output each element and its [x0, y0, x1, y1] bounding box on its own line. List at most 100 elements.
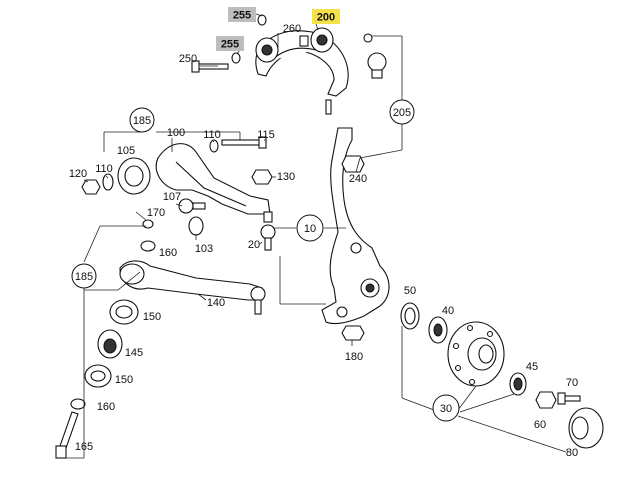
seal-50-inner	[404, 307, 416, 325]
bolt-250[interactable]	[197, 63, 229, 70]
bolt-70-head	[557, 392, 566, 405]
label-100: 100	[167, 127, 185, 139]
nut-60[interactable]	[535, 391, 557, 409]
callout-10[interactable]	[296, 214, 324, 242]
label-180: 180	[345, 351, 363, 363]
boxed-labels: 255 200 255	[216, 7, 340, 51]
knuckle-mount-hole-upper	[350, 242, 362, 254]
label-260: 260	[283, 23, 301, 35]
label-110-left: 110	[95, 163, 113, 175]
arm-140-ball-joint-stud	[254, 299, 262, 315]
label-200: 200	[317, 12, 335, 24]
label-80: 80	[566, 447, 578, 459]
leader-lines	[66, 13, 567, 459]
bolt-70[interactable]	[563, 395, 581, 402]
knuckle-mount-hole-lower	[336, 306, 348, 318]
label-240: 240	[349, 173, 367, 185]
nut-120[interactable]	[81, 179, 101, 195]
label-110-top: 110	[203, 129, 221, 141]
upper-arm-bushing-front-core	[316, 34, 328, 46]
washer-110-top[interactable]	[209, 139, 219, 153]
hub-stud-hole-4	[468, 378, 476, 386]
label-145: 145	[125, 347, 143, 359]
nut-240[interactable]	[341, 155, 365, 173]
knuckle-hub-bore	[365, 283, 375, 293]
nut-130[interactable]	[251, 169, 273, 185]
label-115: 115	[257, 129, 275, 141]
bushing-103[interactable]	[188, 216, 204, 236]
hub-bore	[478, 344, 494, 364]
lower-rear-arm-group	[55, 219, 266, 459]
washer-160-top[interactable]	[140, 240, 156, 252]
label-150-top: 150	[143, 311, 161, 323]
label-50: 50	[404, 285, 416, 297]
label-185-top: 185	[133, 115, 151, 127]
upper-control-arm-group	[191, 14, 387, 115]
label-60: 60	[534, 419, 546, 431]
bolt-115[interactable]	[221, 139, 261, 146]
label-103: 103	[195, 243, 213, 255]
hub-group	[400, 302, 604, 449]
ring-45-inner	[513, 377, 523, 391]
steering-knuckle-group	[321, 127, 390, 341]
label-130: 130	[277, 171, 295, 183]
label-45: 45	[526, 361, 538, 373]
lower-control-arm-100[interactable]	[155, 143, 271, 215]
lower-arm-100-rib	[175, 161, 247, 207]
label-105: 105	[117, 145, 135, 157]
hub-stud-hole-2	[452, 342, 460, 350]
label-165: 165	[75, 441, 93, 453]
upper-ball-joint-nut[interactable]	[363, 33, 373, 43]
callout-205[interactable]	[389, 99, 415, 125]
label-30: 30	[440, 403, 452, 415]
label-120: 120	[69, 168, 87, 180]
label-10: 10	[304, 223, 316, 235]
label-255-side: 255	[221, 39, 239, 51]
label-70: 70	[566, 377, 578, 389]
part-labels: 260 250 100 110 115 120 110 105 240 130 …	[69, 23, 578, 459]
label-40: 40	[442, 305, 454, 317]
label-150-bottom: 150	[115, 374, 133, 386]
label-170: 170	[147, 207, 165, 219]
box-255-top	[228, 7, 256, 22]
bushing-105-inner	[124, 165, 144, 187]
bushing-150-top-inner	[115, 305, 133, 319]
callout-185-bottom[interactable]	[71, 263, 97, 289]
box-255-side	[216, 36, 244, 51]
label-160-bottom: 160	[97, 401, 115, 413]
washer-255-top[interactable]	[257, 14, 267, 26]
bolt-115-head	[258, 136, 267, 149]
ball-joint-107-stud	[192, 202, 206, 210]
callout-30[interactable]	[432, 394, 460, 422]
nut-180[interactable]	[341, 325, 365, 341]
hub-stud-hole-3	[454, 364, 462, 372]
arm-140-ball-joint[interactable]	[250, 286, 266, 302]
hub-stud-hole-5	[486, 330, 494, 338]
steering-knuckle[interactable]	[321, 127, 390, 325]
washer-110-left[interactable]	[102, 173, 114, 191]
washer-170[interactable]	[142, 219, 154, 229]
nut-260[interactable]	[299, 35, 309, 47]
label-250: 250	[179, 53, 197, 65]
ball-joint-20-stud	[264, 237, 272, 251]
label-255-top: 255	[233, 10, 251, 22]
callout-185-top[interactable]	[129, 107, 155, 133]
washer-255-side[interactable]	[231, 52, 241, 64]
bushing-150-bottom-inner	[90, 370, 106, 382]
bolt-165-head	[55, 445, 67, 459]
grease-cap-80-face	[571, 416, 589, 440]
upper-arm-pinch-bolt[interactable]	[325, 99, 332, 115]
upper-arm-bushing-rear-core	[261, 44, 273, 56]
lower-front-arm-group	[81, 136, 276, 251]
hub-stud-hole-1	[466, 324, 474, 332]
upper-ball-joint-stud	[371, 69, 383, 79]
label-140: 140	[207, 297, 225, 309]
upper-ball-joint[interactable]	[367, 52, 387, 72]
label-205: 205	[393, 107, 411, 119]
label-185-bottom: 185	[75, 271, 93, 283]
label-160-top: 160	[159, 247, 177, 259]
washer-160-bottom[interactable]	[70, 398, 86, 410]
ball-joint-20[interactable]	[260, 224, 276, 240]
